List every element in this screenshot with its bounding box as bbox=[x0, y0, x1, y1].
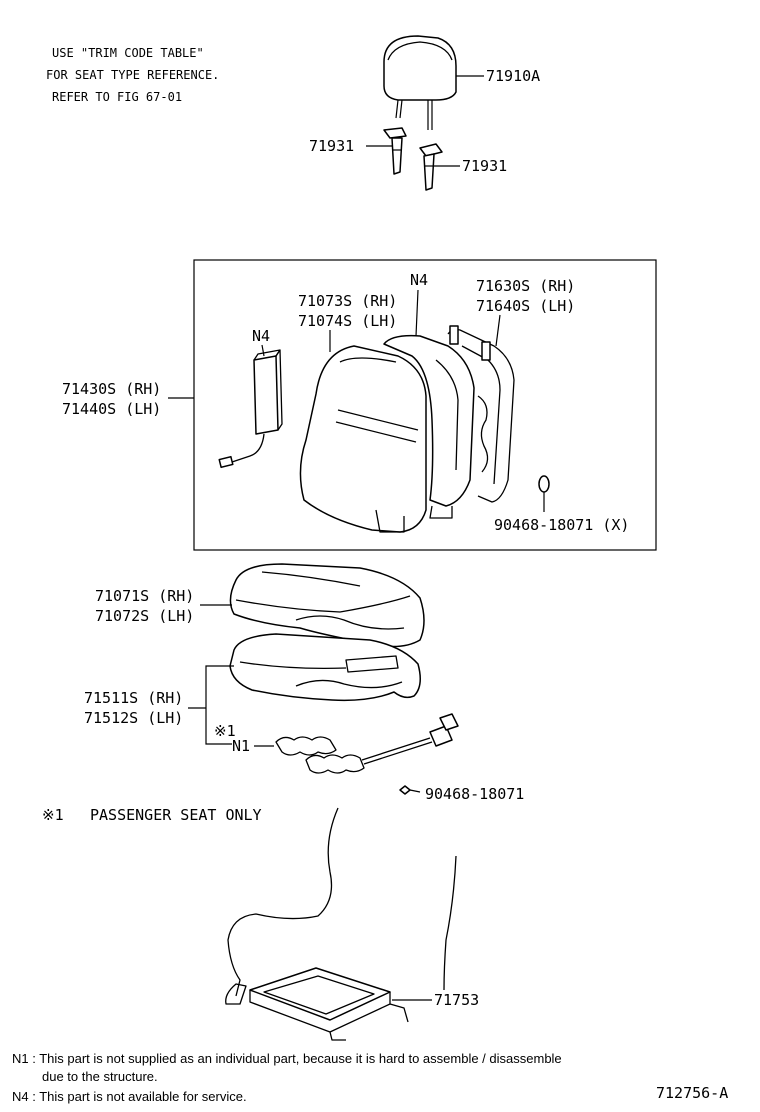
seatback-frame-drawing bbox=[447, 325, 515, 503]
seatback-group-box bbox=[193, 259, 657, 551]
headrest-support-right-drawing bbox=[419, 143, 443, 191]
seatback-cover-drawing bbox=[299, 345, 427, 533]
back-clip-drawing bbox=[538, 475, 550, 493]
label-sensor-n1: N1 bbox=[232, 737, 250, 755]
note-line-3: REFER TO FIG 67-01 bbox=[52, 90, 182, 104]
note-line-2: FOR SEAT TYPE REFERENCE. bbox=[46, 68, 219, 82]
label-cushion-pad-rh: 71511S (RH) bbox=[84, 689, 183, 707]
leader-cushion-pad bbox=[205, 665, 234, 745]
label-airbag-n4: N4 bbox=[252, 327, 270, 345]
label-cushion-cover-rh: 71071S (RH) bbox=[95, 587, 194, 605]
cushion-cover-drawing bbox=[229, 563, 425, 648]
seatback-pad-drawing bbox=[383, 334, 475, 519]
passenger-note-text: PASSENGER SEAT ONLY bbox=[90, 806, 262, 824]
side-airbag-drawing bbox=[218, 349, 283, 469]
label-cushion-clip: 90468-18071 bbox=[425, 785, 524, 803]
seat-outline-drawing bbox=[225, 807, 457, 1005]
label-headrest-support-left: 71931 bbox=[309, 137, 354, 155]
footnote-n4: N4 : This part is not available for serv… bbox=[12, 1089, 247, 1104]
label-back-cover-rh: 71073S (RH) bbox=[298, 292, 397, 310]
label-headrest: 71910A bbox=[486, 67, 540, 85]
cushion-shield-drawing bbox=[249, 967, 409, 1041]
footnote-n1-line1: N1 : This part is not supplied as an ind… bbox=[12, 1051, 562, 1066]
headrest-drawing bbox=[383, 35, 457, 130]
label-sensor-mark: ※1 bbox=[214, 722, 236, 740]
label-cushion-cover-lh: 71072S (LH) bbox=[95, 607, 194, 625]
label-headrest-support-right: 71931 bbox=[462, 157, 507, 175]
label-seatback-assy-rh: 71430S (RH) bbox=[62, 380, 161, 398]
label-cushion-shield: 71753 bbox=[434, 991, 479, 1009]
label-seatback-assy-lh: 71440S (LH) bbox=[62, 400, 161, 418]
headrest-support-left-drawing bbox=[383, 127, 407, 175]
leader-back-frame bbox=[495, 314, 501, 347]
label-back-cover-lh: 71074S (LH) bbox=[298, 312, 397, 330]
passenger-note-mark: ※1 bbox=[42, 806, 64, 824]
label-back-n4: N4 bbox=[410, 271, 428, 289]
cushion-pad-drawing bbox=[229, 633, 421, 702]
cushion-clip-drawing bbox=[399, 785, 411, 795]
leader-back-pad bbox=[415, 289, 419, 337]
label-back-clip: 90468-18071 (X) bbox=[494, 516, 629, 534]
label-back-frame-rh: 71630S (RH) bbox=[476, 277, 575, 295]
figure-id: 712756-A bbox=[656, 1084, 728, 1102]
label-back-frame-lh: 71640S (LH) bbox=[476, 297, 575, 315]
label-cushion-pad-lh: 71512S (LH) bbox=[84, 709, 183, 727]
leader-cushion-clip bbox=[409, 789, 421, 793]
occupant-sensor-drawing bbox=[275, 713, 459, 774]
note-line-1: USE "TRIM CODE TABLE" bbox=[52, 46, 204, 60]
leader-airbag bbox=[261, 344, 265, 357]
footnote-n1-line2: due to the structure. bbox=[42, 1069, 158, 1084]
